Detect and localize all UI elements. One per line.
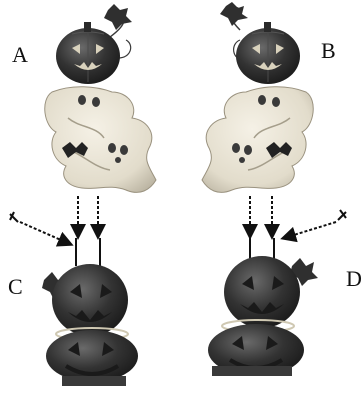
panel-label-d: D <box>346 268 362 290</box>
screw-icon <box>10 212 18 222</box>
leaf-icon <box>220 2 248 26</box>
panel-label-b: B <box>321 40 336 62</box>
ghost-pumpkin-ornament-a <box>10 4 156 244</box>
pumpkin-icon <box>224 256 300 328</box>
panel-label-c: C <box>8 276 23 298</box>
pumpkin-icon <box>52 264 128 336</box>
panel-label-a: A <box>12 44 28 66</box>
stacked-pumpkin-lantern-d <box>208 238 318 376</box>
leaf-icon <box>104 4 132 30</box>
stacked-pumpkin-lantern-c <box>42 238 138 386</box>
screw-icon <box>338 210 346 220</box>
